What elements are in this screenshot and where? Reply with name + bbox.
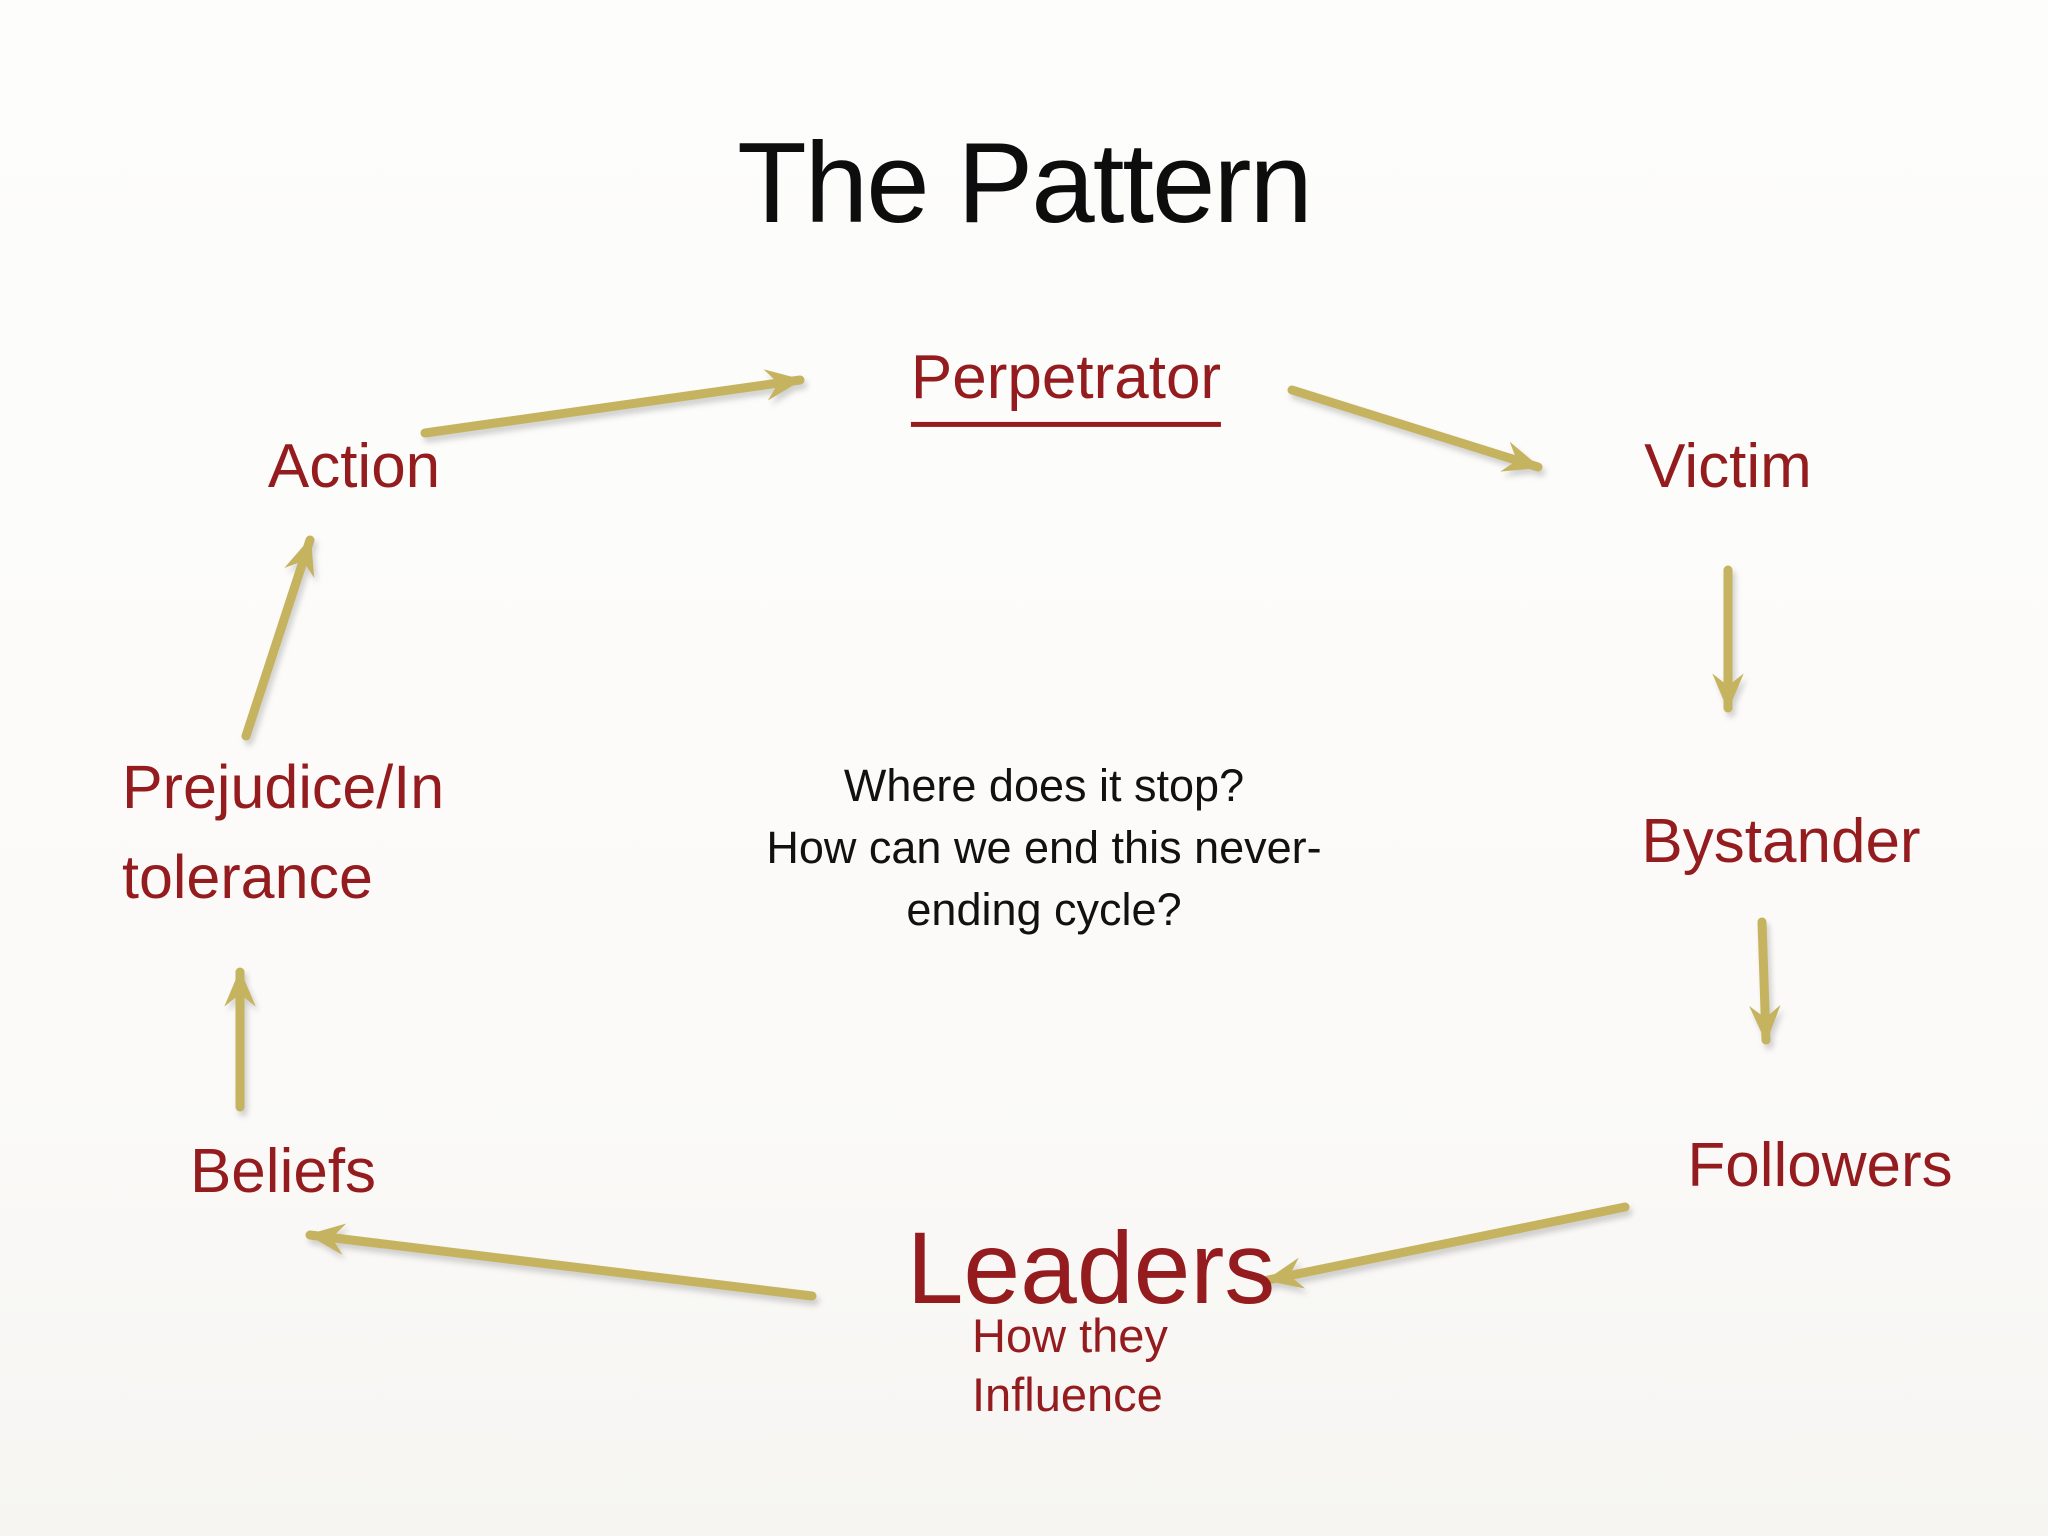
question-line3: ending cycle?	[906, 884, 1182, 935]
node-perpetrator: Perpetrator	[910, 342, 1222, 427]
node-followers: Followers	[1687, 1130, 1953, 1200]
node-prejudice-intolerance: Prejudice/In tolerance	[122, 742, 444, 922]
prejudice-line2: tolerance	[122, 843, 373, 911]
arrow-action-to-perpetrator	[420, 369, 805, 438]
node-action: Action	[267, 431, 441, 501]
node-victim: Victim	[1644, 431, 1812, 501]
center-question: Where does it stop? How can we end this …	[766, 755, 1321, 941]
node-beliefs: Beliefs	[189, 1136, 377, 1206]
leaders-subtext-line2: Influence	[972, 1368, 1163, 1421]
node-perpetrator-label: Perpetrator	[910, 342, 1222, 427]
arrow-bystander-to-followers	[1749, 917, 1781, 1045]
arrow-leaders-to-beliefs	[305, 1223, 817, 1301]
slide-title: The Pattern	[737, 120, 1313, 247]
node-leaders-subtext: How they Influence	[972, 1306, 1168, 1424]
prejudice-line1: Prejudice/In	[122, 753, 445, 821]
arrow-prejudice-to-action	[241, 535, 315, 741]
arrow-followers-to-leaders	[1263, 1202, 1630, 1289]
node-leaders: Leaders	[906, 1210, 1276, 1325]
question-line1: Where does it stop?	[843, 760, 1245, 811]
question-line2: How can we end this never-	[766, 822, 1322, 873]
leaders-subtext-line1: How they	[972, 1309, 1168, 1362]
node-bystander: Bystander	[1641, 806, 1921, 876]
arrow-perpetrator-to-victim	[1287, 385, 1543, 472]
